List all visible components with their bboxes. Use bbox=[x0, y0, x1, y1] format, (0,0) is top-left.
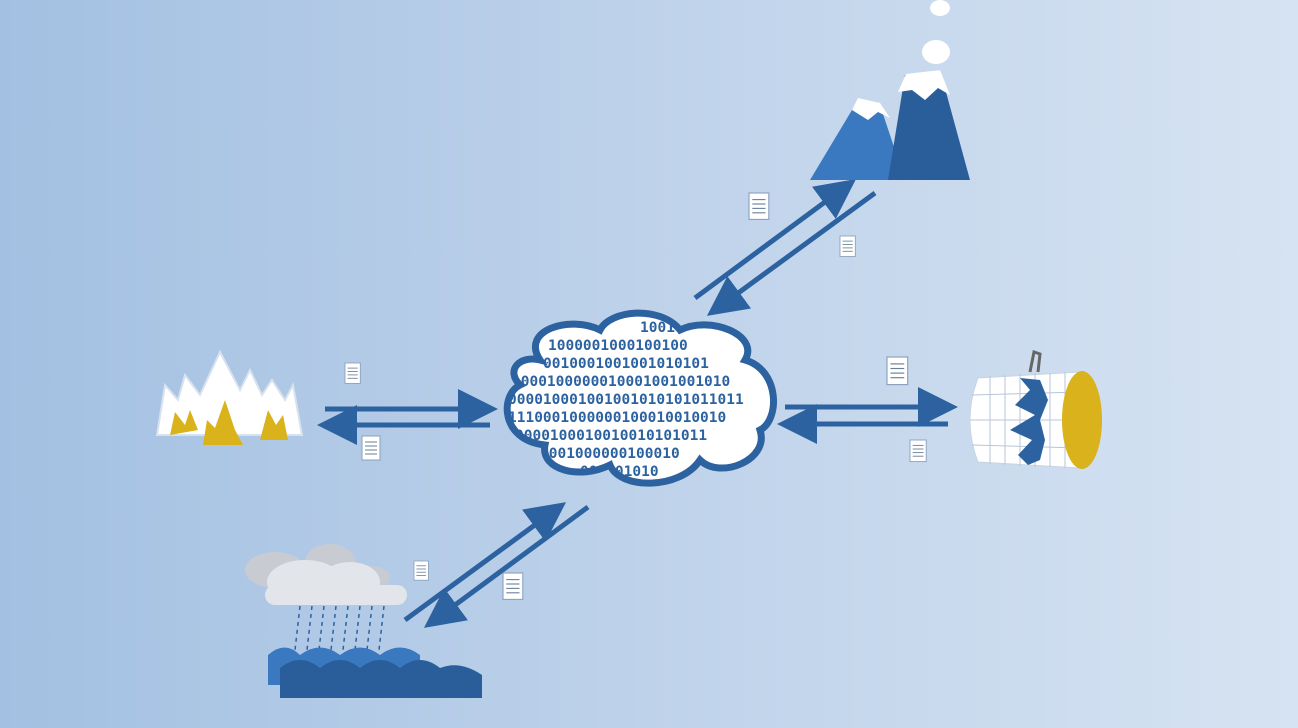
volcano-icon bbox=[810, 0, 970, 180]
document-icon bbox=[909, 439, 927, 463]
document-icon bbox=[886, 356, 909, 386]
document-icon bbox=[748, 192, 770, 220]
data-cloud: 1001 1000001000100100 001000100100101010… bbox=[503, 309, 777, 487]
document-icon bbox=[344, 362, 361, 384]
document-icon bbox=[413, 560, 429, 581]
seismograph-drum-icon bbox=[969, 350, 1102, 469]
binary-line: 1000001000100100 bbox=[548, 338, 688, 354]
binary-line: 1000100000010001001001010 bbox=[512, 374, 730, 390]
arrow-volcano-to-cloud bbox=[706, 190, 877, 316]
storm-flood-icon bbox=[245, 544, 482, 698]
binary-line: 1110001000000100010010010 bbox=[508, 410, 726, 426]
document-icon bbox=[839, 235, 856, 257]
binary-line: 0001000000100010 bbox=[540, 446, 680, 462]
arrow-cloud-to-storm bbox=[423, 504, 590, 628]
binary-line: 1001 bbox=[640, 320, 675, 336]
exchange-arrows bbox=[317, 179, 958, 628]
binary-line: 0000100010010010101011 bbox=[515, 428, 707, 444]
document-icon bbox=[361, 435, 381, 461]
binary-line: 000010001001001010101011011 bbox=[508, 392, 744, 408]
binary-line: 0010001001001010101 bbox=[543, 356, 709, 372]
arrow-cloud-to-volcano bbox=[693, 179, 857, 301]
document-icon bbox=[502, 572, 524, 600]
wildfire-icon bbox=[155, 349, 304, 445]
